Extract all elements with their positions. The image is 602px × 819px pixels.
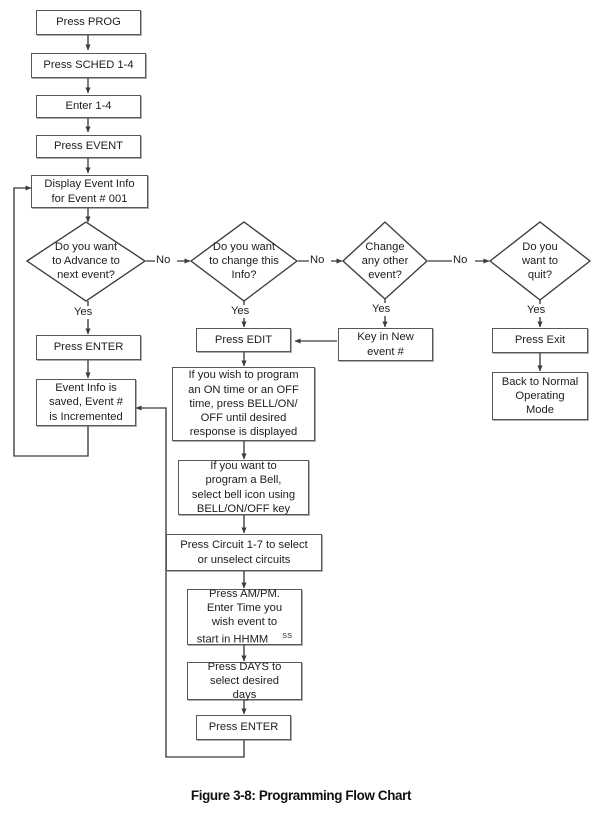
- node-press-sched-label: Press SCHED 1-4: [43, 59, 134, 72]
- diamond-advance: [25, 221, 147, 302]
- node-press-edit[interactable]: Press EDIT: [196, 328, 291, 352]
- node-press-edit-label: Press EDIT: [214, 333, 273, 346]
- node-event-saved[interactable]: Event Info is saved, Event # is Incremen…: [36, 379, 136, 426]
- diamond-change-info: [189, 221, 299, 302]
- node-press-enter-left[interactable]: Press ENTER: [36, 335, 141, 360]
- edge-label-quit-yes: Yes: [526, 304, 547, 317]
- node-display-event-info[interactable]: Display Event Info for Event # 001: [31, 175, 148, 208]
- node-key-in-new[interactable]: Key in New event #: [338, 328, 433, 361]
- edge-label-change-other-yes: Yes: [371, 303, 392, 316]
- node-press-prog[interactable]: Press PROG: [36, 10, 141, 35]
- edge-label-advance-yes: Yes: [73, 306, 94, 319]
- node-press-enter-mid[interactable]: Press ENTER: [196, 715, 291, 740]
- node-back-normal[interactable]: Back to Normal Operating Mode: [492, 372, 588, 420]
- node-press-ampm[interactable]: Press AM/PM. Enter Time you wish event t…: [187, 587, 302, 647]
- node-press-enter-mid-label: Press ENTER: [208, 721, 279, 734]
- node-press-enter-left-label: Press ENTER: [53, 341, 124, 354]
- figure-caption: Figure 3-8: Programming Flow Chart: [190, 788, 412, 803]
- node-press-sched[interactable]: Press SCHED 1-4: [31, 53, 146, 78]
- node-back-normal-label: Back to Normal Operating Mode: [501, 375, 579, 417]
- node-enter-1-4[interactable]: Enter 1-4: [36, 95, 141, 118]
- node-key-in-new-label: Key in New event #: [357, 331, 414, 358]
- diamond-change-other: [342, 221, 428, 300]
- node-press-circuit[interactable]: Press Circuit 1-7 to select or unselect …: [166, 534, 322, 571]
- node-on-off-time-label: If you wish to program an ON time or an …: [188, 369, 299, 439]
- node-enter-1-4-label: Enter 1-4: [65, 100, 112, 113]
- node-program-bell-label: If you want to program a Bell, select be…: [191, 460, 296, 515]
- node-press-event[interactable]: Press EVENT: [36, 135, 141, 158]
- node-press-exit[interactable]: Press Exit: [492, 328, 588, 353]
- node-press-days[interactable]: Press DAYS to select desired days: [187, 660, 302, 702]
- node-press-days-label: Press DAYS to select desired days: [207, 660, 282, 702]
- edge-label-change-other-no: No: [452, 254, 469, 267]
- node-program-bell[interactable]: If you want to program a Bell, select be…: [178, 460, 309, 515]
- node-press-ampm-label: Press AM/PM. Enter Time you wish event t…: [196, 587, 283, 647]
- node-press-circuit-label: Press Circuit 1-7 to select or unselect …: [180, 539, 308, 566]
- node-press-event-label: Press EVENT: [53, 140, 123, 153]
- edge-label-change-info-yes: Yes: [230, 305, 251, 318]
- edge-label-change-info-no: No: [309, 254, 326, 267]
- node-display-event-info-label: Display Event Info for Event # 001: [44, 178, 135, 205]
- node-event-saved-label: Event Info is saved, Event # is Incremen…: [48, 382, 123, 423]
- node-press-exit-label: Press Exit: [514, 334, 566, 347]
- node-on-off-time[interactable]: If you wish to program an ON time or an …: [172, 367, 315, 441]
- edge-saved-back-to-display: [13, 185, 89, 457]
- edge-label-advance-no: No: [155, 254, 172, 267]
- node-press-prog-label: Press PROG: [56, 16, 121, 29]
- edge-entermid-back-to-saved: [135, 405, 245, 758]
- node-press-ampm-superscript: SS: [282, 631, 293, 641]
- diamond-quit: [488, 221, 592, 301]
